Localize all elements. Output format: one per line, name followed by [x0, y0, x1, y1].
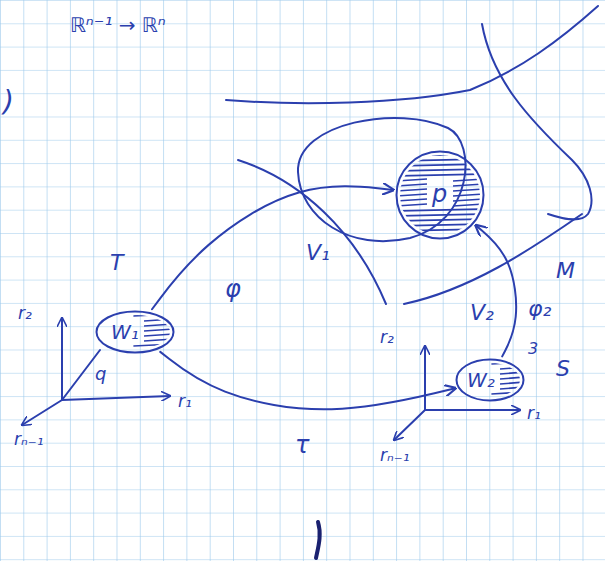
axis-line [394, 410, 425, 440]
axis-label: rₙ₋₁ [380, 446, 410, 466]
hatching [491, 392, 525, 394]
hatching [453, 194, 485, 196]
chart-patch: W₁ [95, 310, 175, 354]
map-signature: ℝⁿ⁻¹ → ℝⁿ [70, 14, 166, 37]
map-name: τ [295, 432, 309, 460]
map-arrow [160, 352, 455, 409]
node-label: p [432, 181, 447, 209]
point-name: 3 [528, 340, 538, 358]
hatching [500, 367, 525, 369]
hatching [144, 319, 175, 321]
pen-stroke [316, 522, 320, 558]
manifold-outline [404, 214, 582, 304]
hatching [453, 189, 485, 191]
hatching [453, 184, 485, 186]
axis-label: r₁ [178, 392, 192, 412]
manifold-outline [226, 6, 598, 103]
axis-line [22, 400, 62, 425]
set-name: V₁ [306, 240, 330, 265]
axis-line [425, 409, 520, 411]
axis-label: r₁ [527, 404, 541, 424]
node-text-group: W₁ [111, 321, 139, 344]
hatching [395, 189, 427, 191]
hatching [395, 159, 485, 161]
chart-patch: W₂ [455, 358, 525, 402]
hatching [395, 219, 485, 221]
set-name: V₂ [470, 300, 494, 325]
point-neighbourhood: p [395, 150, 485, 240]
hatching [500, 382, 525, 384]
axis-line [62, 396, 170, 400]
map-arrow [152, 186, 393, 309]
hatching [395, 174, 485, 176]
node-text-group: W₂ [467, 369, 495, 392]
node-text-group: p [432, 181, 447, 209]
hatching [500, 377, 525, 379]
hatching [395, 229, 485, 231]
set-name: T [110, 250, 123, 275]
axis-line [61, 318, 63, 400]
axis-line [424, 346, 426, 410]
hatching [395, 204, 427, 206]
set-name: S [556, 356, 570, 381]
hatching [395, 194, 427, 196]
patch-outline [97, 312, 174, 353]
hatching [395, 199, 427, 201]
point-name: q [95, 364, 106, 385]
axis-label: r₂ [18, 304, 32, 324]
hatching [395, 154, 485, 156]
axis-label: rₙ₋₁ [14, 430, 44, 450]
patch-outline [457, 360, 524, 401]
hatching [453, 204, 485, 206]
hatching [395, 214, 485, 216]
hatching [144, 329, 175, 331]
manifold-outline [238, 160, 386, 304]
manifold-name: M [556, 258, 575, 283]
axis-label: r₂ [380, 328, 394, 348]
map-arrow [476, 225, 516, 356]
chart-domain-outline [298, 118, 466, 241]
hatching [133, 344, 175, 346]
hatching [453, 199, 485, 201]
hatching [395, 169, 485, 171]
manifold-outline [482, 24, 591, 219]
hatching [144, 334, 175, 336]
hatching [395, 209, 485, 211]
leader-line [62, 350, 100, 400]
node-label: W₁ [111, 321, 139, 344]
map-name: φ [225, 276, 241, 304]
bracket-mark: ) [3, 86, 14, 118]
patch-outline [397, 152, 484, 239]
hatching [395, 184, 427, 186]
map-name: φ₂ [528, 296, 551, 321]
node-label: W₂ [467, 369, 495, 392]
